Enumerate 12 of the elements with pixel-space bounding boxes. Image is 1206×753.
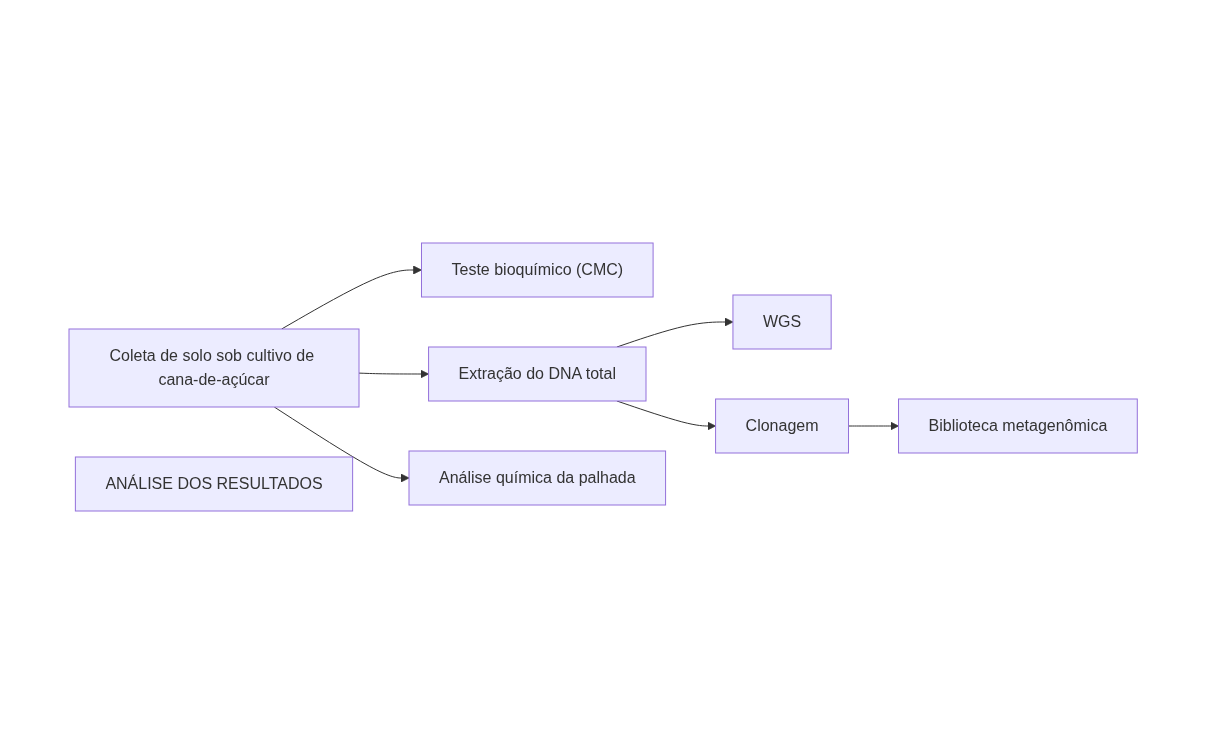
node-box: Clonagem: [714, 398, 849, 453]
arrow: [273, 406, 410, 482]
arrow: [847, 421, 899, 430]
arrow: [358, 369, 429, 378]
node-box: Biblioteca metagenômica: [897, 398, 1138, 453]
node-box: ANÁLISE DOS RESULTADOS: [74, 456, 353, 511]
node-box: Extração do DNA total: [427, 346, 647, 401]
node-box: Teste bioquímico (CMC): [420, 242, 654, 297]
node-box: Coleta de solo sob cultivo de cana-de-açúcar: [68, 328, 360, 407]
arrow: [281, 265, 422, 329]
node-box: Análise química da palhada: [408, 450, 666, 505]
node-box: WGS: [732, 294, 832, 349]
